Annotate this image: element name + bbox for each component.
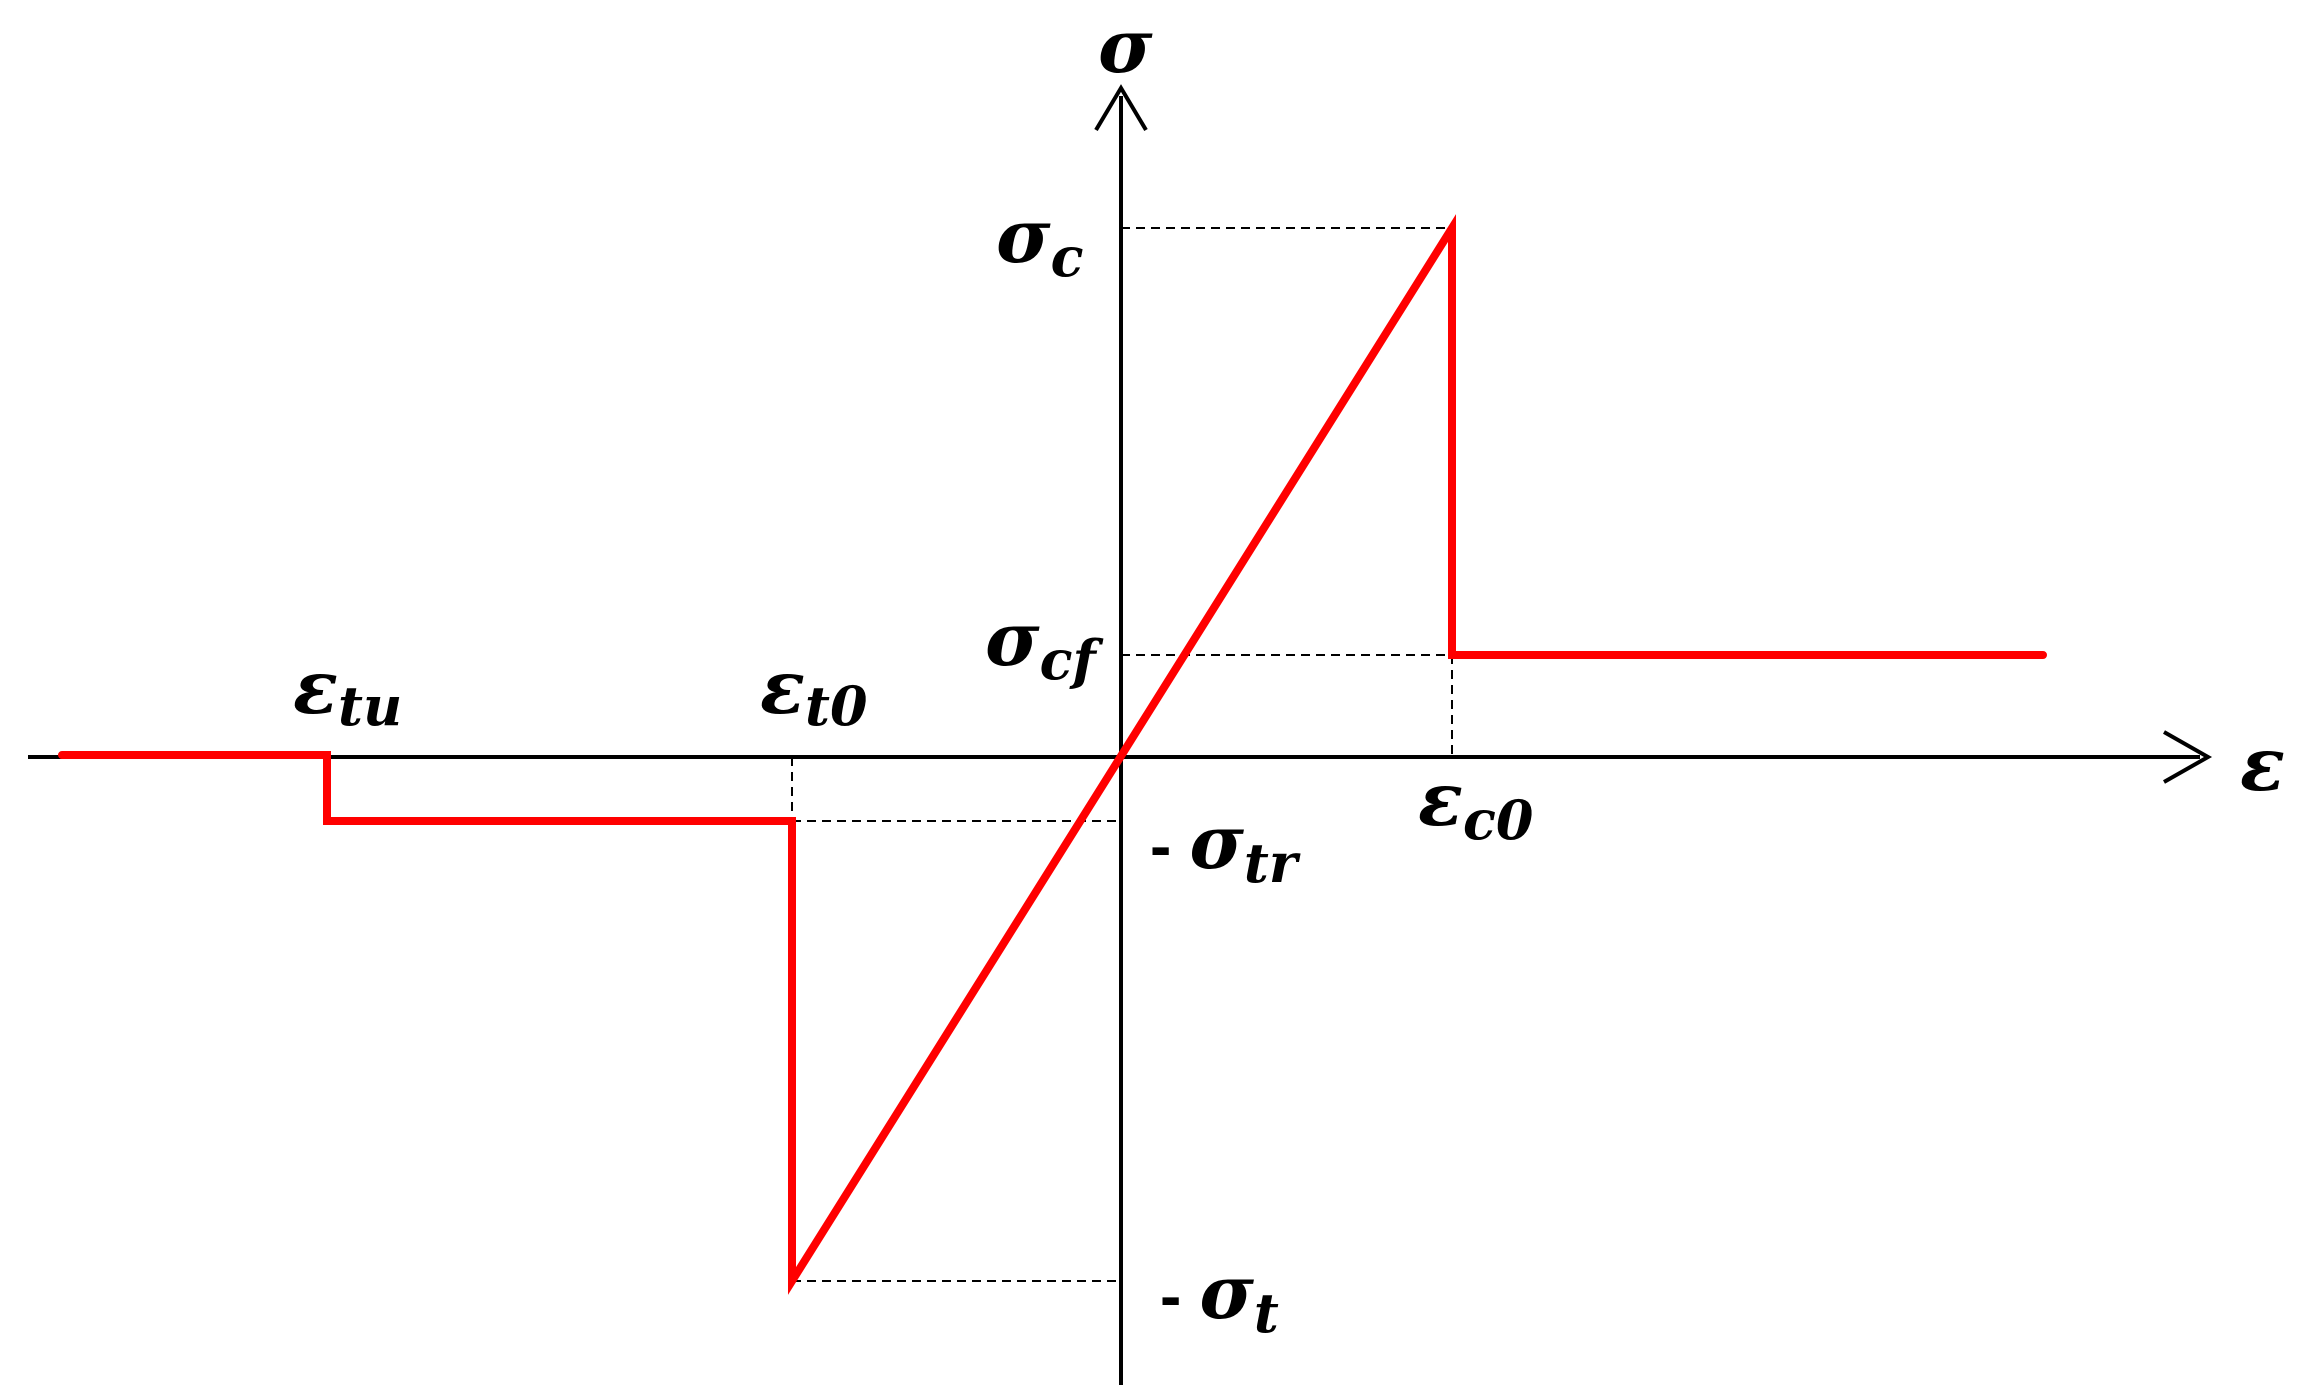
label-minus-sigma-tr: -σtr [1150, 800, 1301, 895]
label-sigma-cf: σcf [985, 597, 1103, 692]
label-minus-sigma-t: -σt [1160, 1250, 1279, 1345]
label-eps-c0: εc0 [1418, 757, 1533, 852]
stress-strain-curve [58, 214, 2047, 1295]
label-eps-t0: εt0 [760, 645, 868, 738]
label-sigma-c: σc [996, 194, 1083, 289]
label-eps-tu: εtu [293, 645, 402, 738]
y-axis-arrowhead [1094, 84, 1148, 132]
y-axis-symbol: σ [1098, 4, 1153, 90]
x-axis-arrowhead [2163, 730, 2213, 784]
x-axis-symbol: ε [2240, 722, 2285, 808]
